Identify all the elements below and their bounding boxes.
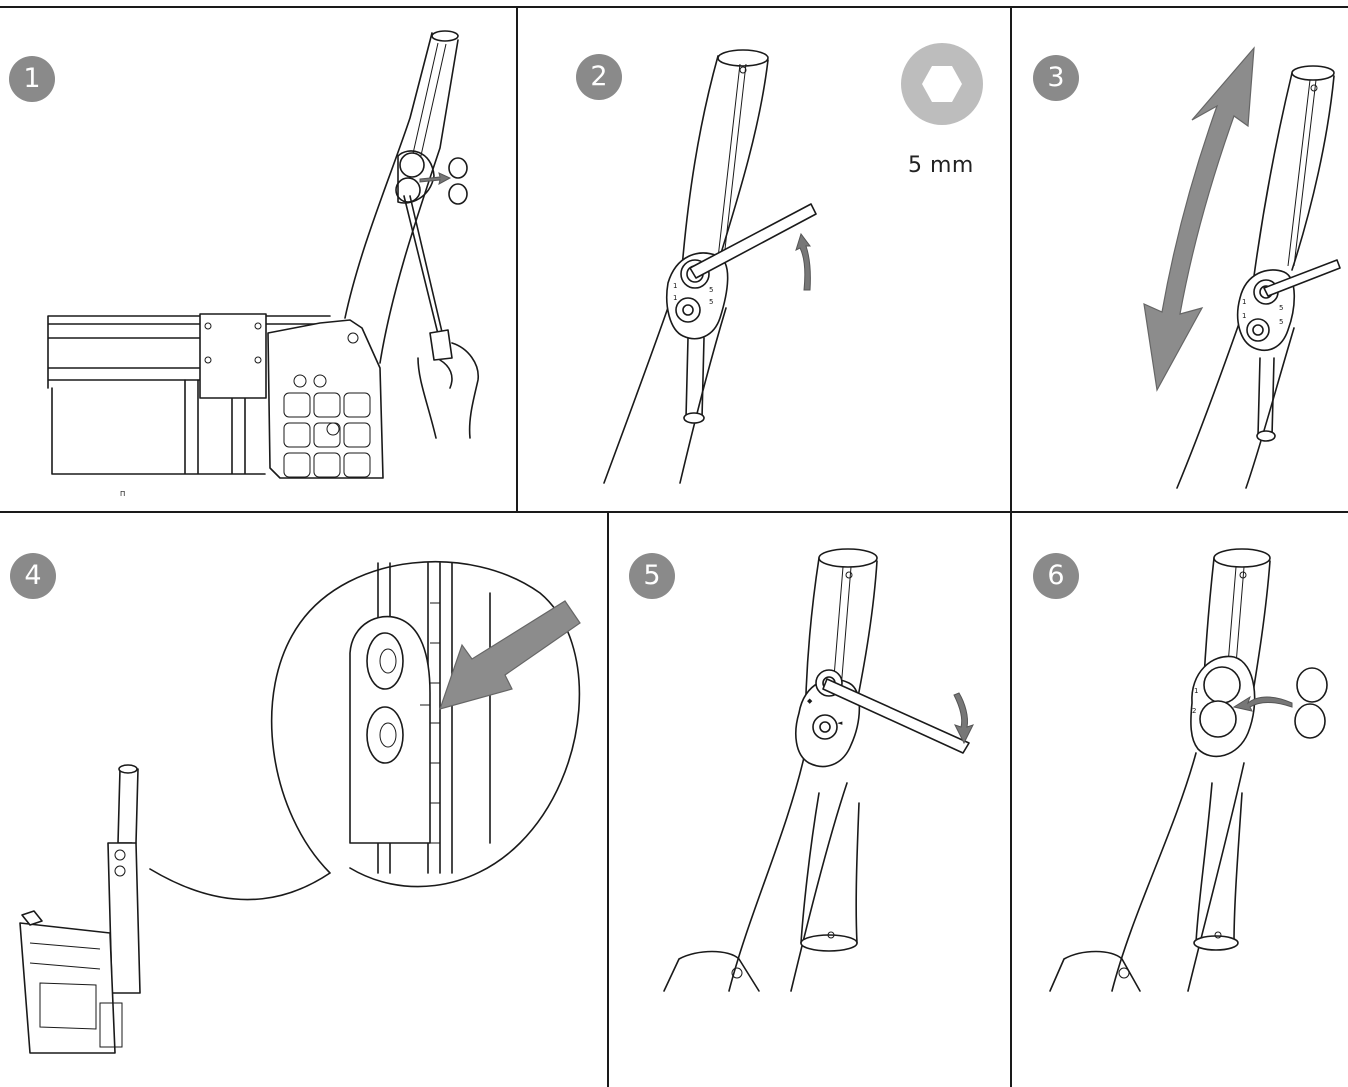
svg-text:2: 2 (1192, 707, 1196, 715)
svg-text:1: 1 (1194, 687, 1198, 695)
middle-divider (0, 511, 1348, 513)
step-3-panel: 3 1 1 5 5 (1012, 8, 1348, 511)
pin-location-arrow (439, 600, 581, 710)
top-border (0, 6, 1348, 8)
step-2-illustration: 1 1 5 5 (603, 43, 983, 484)
insert-caps-arrow (1232, 695, 1293, 712)
step-5-badge: 5 (629, 553, 675, 599)
step-4-illustration (19, 561, 581, 1054)
rotate-down-arrow (953, 692, 974, 745)
svg-text:5: 5 (709, 286, 713, 294)
step-3-badge: 3 (1033, 55, 1079, 101)
step-2-badge: 2 (576, 54, 622, 100)
top-divider-1 (516, 6, 518, 512)
svg-text:1: 1 (673, 294, 677, 302)
svg-text:◄: ◄ (837, 719, 843, 727)
svg-text:5: 5 (1279, 304, 1283, 312)
step-4-panel: 4 (0, 513, 607, 1087)
step-1-badge: 1 (9, 56, 55, 102)
svg-text:5: 5 (1279, 318, 1283, 326)
step-3-illustration: 1 1 5 5 (1143, 46, 1341, 489)
step-5-panel: 5 ◆◄ (609, 513, 1010, 1087)
step-2-panel: 2 1 1 5 5 5 mm (518, 8, 1010, 511)
svg-text:Π: Π (120, 490, 125, 498)
bottom-divider-1 (607, 512, 609, 1087)
step-5-illustration: ◆◄ (663, 548, 974, 992)
svg-text:◆: ◆ (807, 697, 813, 705)
svg-text:1: 1 (1242, 312, 1246, 320)
bottom-divider-2 (1010, 512, 1012, 1087)
step-6-badge: 6 (1033, 553, 1079, 599)
step-1-panel: 1 Π (0, 8, 516, 511)
hex-socket-icon (901, 43, 983, 125)
svg-text:1: 1 (1242, 298, 1246, 306)
adjust-direction-arrow (1143, 46, 1255, 392)
step-4-badge: 4 (10, 553, 56, 599)
svg-text:1: 1 (673, 282, 677, 290)
top-divider-2 (1010, 6, 1012, 512)
tool-size-label: 5 mm (908, 153, 974, 178)
svg-text:5: 5 (709, 298, 713, 306)
step-6-illustration: 12 (1049, 548, 1328, 992)
step-1-illustration: Π (47, 30, 479, 498)
